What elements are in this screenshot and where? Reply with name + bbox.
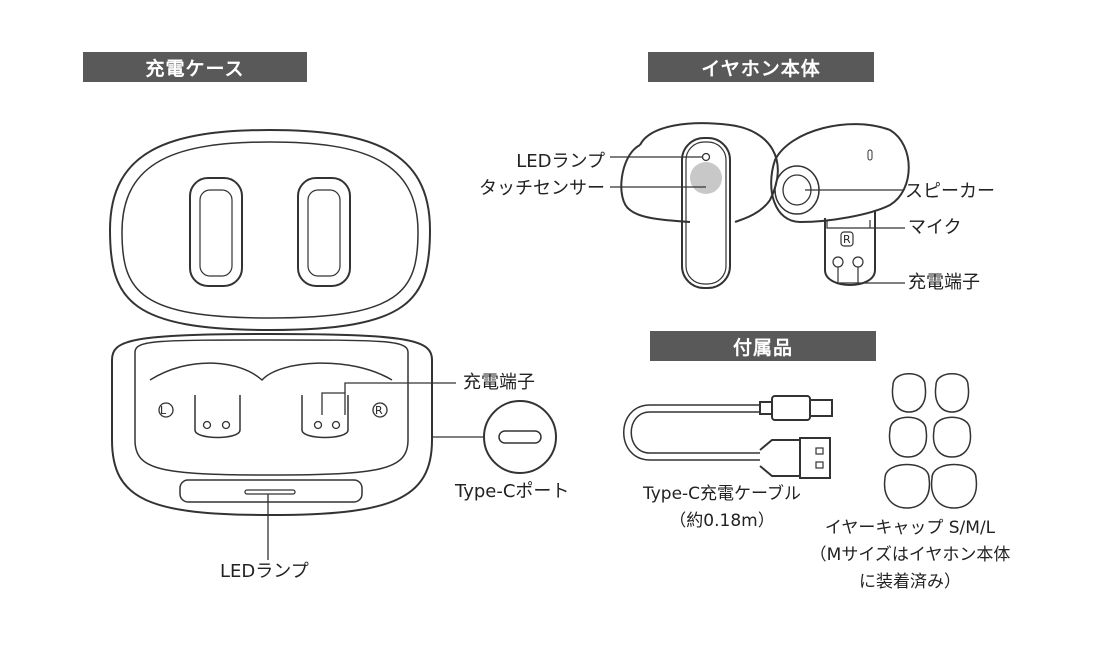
earbud-side — [770, 123, 910, 286]
cable-length-label: （約0.18m） — [669, 511, 775, 531]
eartips-label: イヤーキャップ S/M/L — [824, 518, 996, 538]
case-led-lamp-label: LEDランプ — [220, 561, 309, 582]
cable-label: Type-C充電ケーブル — [642, 484, 802, 504]
touch-sensor-label: タッチセンサー — [479, 178, 605, 199]
touch-sensor-area — [690, 162, 722, 194]
case-left-mark: L — [160, 404, 167, 417]
earbud-charging-terminal-label: 充電端子 — [908, 272, 980, 293]
section-header-accessories: 付属品 — [650, 331, 876, 361]
section-header-case: 充電ケース — [83, 52, 307, 82]
eartips-note-line1: （Mサイズはイヤホン本体 — [809, 545, 1011, 565]
mic-label: マイク — [908, 217, 962, 238]
eartips-note-line2: に装着済み） — [859, 572, 961, 592]
type-c-port-label: Type-Cポート — [455, 481, 570, 502]
earbud-right-mark: R — [843, 233, 851, 246]
case-right-mark: R — [375, 404, 383, 417]
ear-tips — [883, 373, 978, 509]
charging-case-lid — [108, 128, 432, 332]
case-charging-terminal-label: 充電端子 — [463, 372, 535, 393]
earbud-led-lamp-label: LEDランプ — [516, 151, 605, 172]
speaker-label: スピーカー — [905, 181, 995, 202]
earbud-front — [610, 122, 779, 289]
section-header-earbud: イヤホン本体 — [648, 52, 874, 82]
charging-case-base — [111, 332, 557, 560]
type-c-cable — [623, 395, 833, 479]
